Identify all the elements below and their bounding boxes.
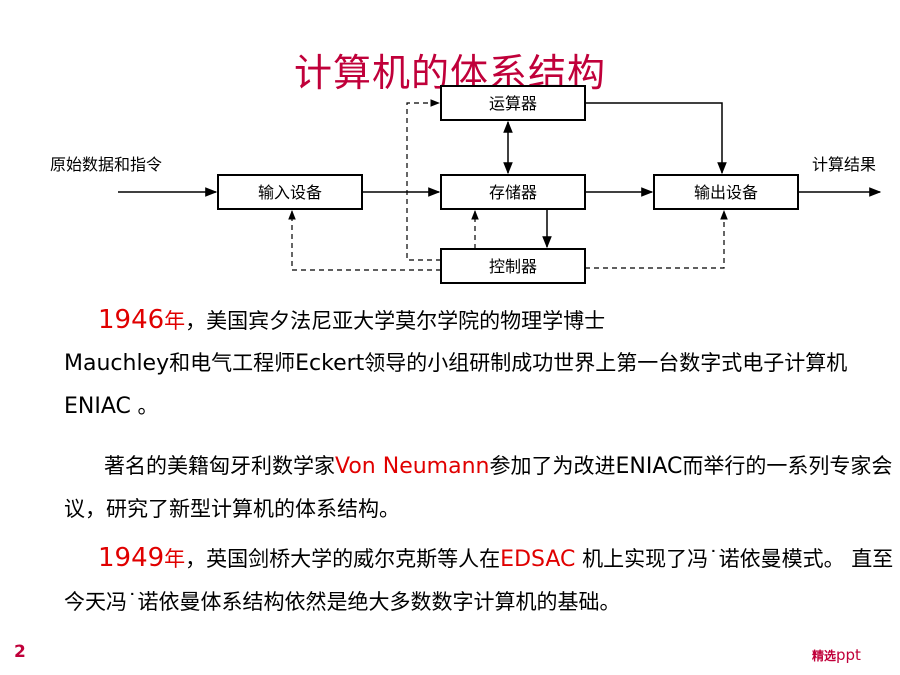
box-control: [440, 248, 586, 284]
name-eckert: Eckert: [295, 351, 365, 376]
name-edsac: EDSAC: [500, 547, 576, 572]
box-input-label: 输入设备: [258, 183, 322, 202]
box-memory: [440, 174, 586, 210]
footer: 精选ppt: [812, 646, 861, 664]
box-alu-label: 运算器: [489, 94, 537, 113]
name-von-neumann: Von Neumann: [335, 454, 490, 479]
page-number: 2: [14, 642, 26, 662]
input-label: 原始数据和指令: [50, 155, 162, 174]
box-input: [217, 174, 363, 210]
arrow-alu-output: [585, 102, 727, 175]
ctrl-to-output: [585, 210, 728, 269]
paragraph-1946: 1946年，美国宾夕法尼亚大学莫尔学院的物理学博士 Mauchley和电气工程师…: [64, 305, 848, 419]
year-1949: 1949: [98, 543, 165, 573]
year-1946: 1946: [98, 305, 165, 335]
paragraph-1949: 1949年，英国剑桥大学的威尔克斯等人在EDSAC 机上实现了冯˙诺依曼模式。 …: [64, 543, 894, 614]
box-memory-label: 存储器: [489, 183, 537, 202]
box-control-label: 控制器: [489, 257, 537, 276]
box-output: [653, 174, 799, 210]
paragraph-von-neumann: 著名的美籍匈牙利数学家Von Neumann参加了为改进ENIAC而举行的一系列…: [64, 454, 893, 521]
output-label: 计算结果: [812, 155, 876, 174]
ctrl-to-alu: [406, 99, 441, 261]
name-eniac-2: ENIAC: [615, 454, 683, 479]
architecture-diagram: 运算器 输入设备 存储器 输出设备 控制器 原始数据和指令 计算结果: [50, 85, 882, 284]
ctrl-to-input: [288, 210, 441, 271]
box-output-label: 输出设备: [694, 183, 758, 202]
name-mauchley: Mauchley: [64, 351, 170, 376]
box-alu: [440, 85, 586, 121]
name-eniac: ENIAC: [64, 394, 131, 419]
year-suffix: 年: [164, 309, 186, 333]
